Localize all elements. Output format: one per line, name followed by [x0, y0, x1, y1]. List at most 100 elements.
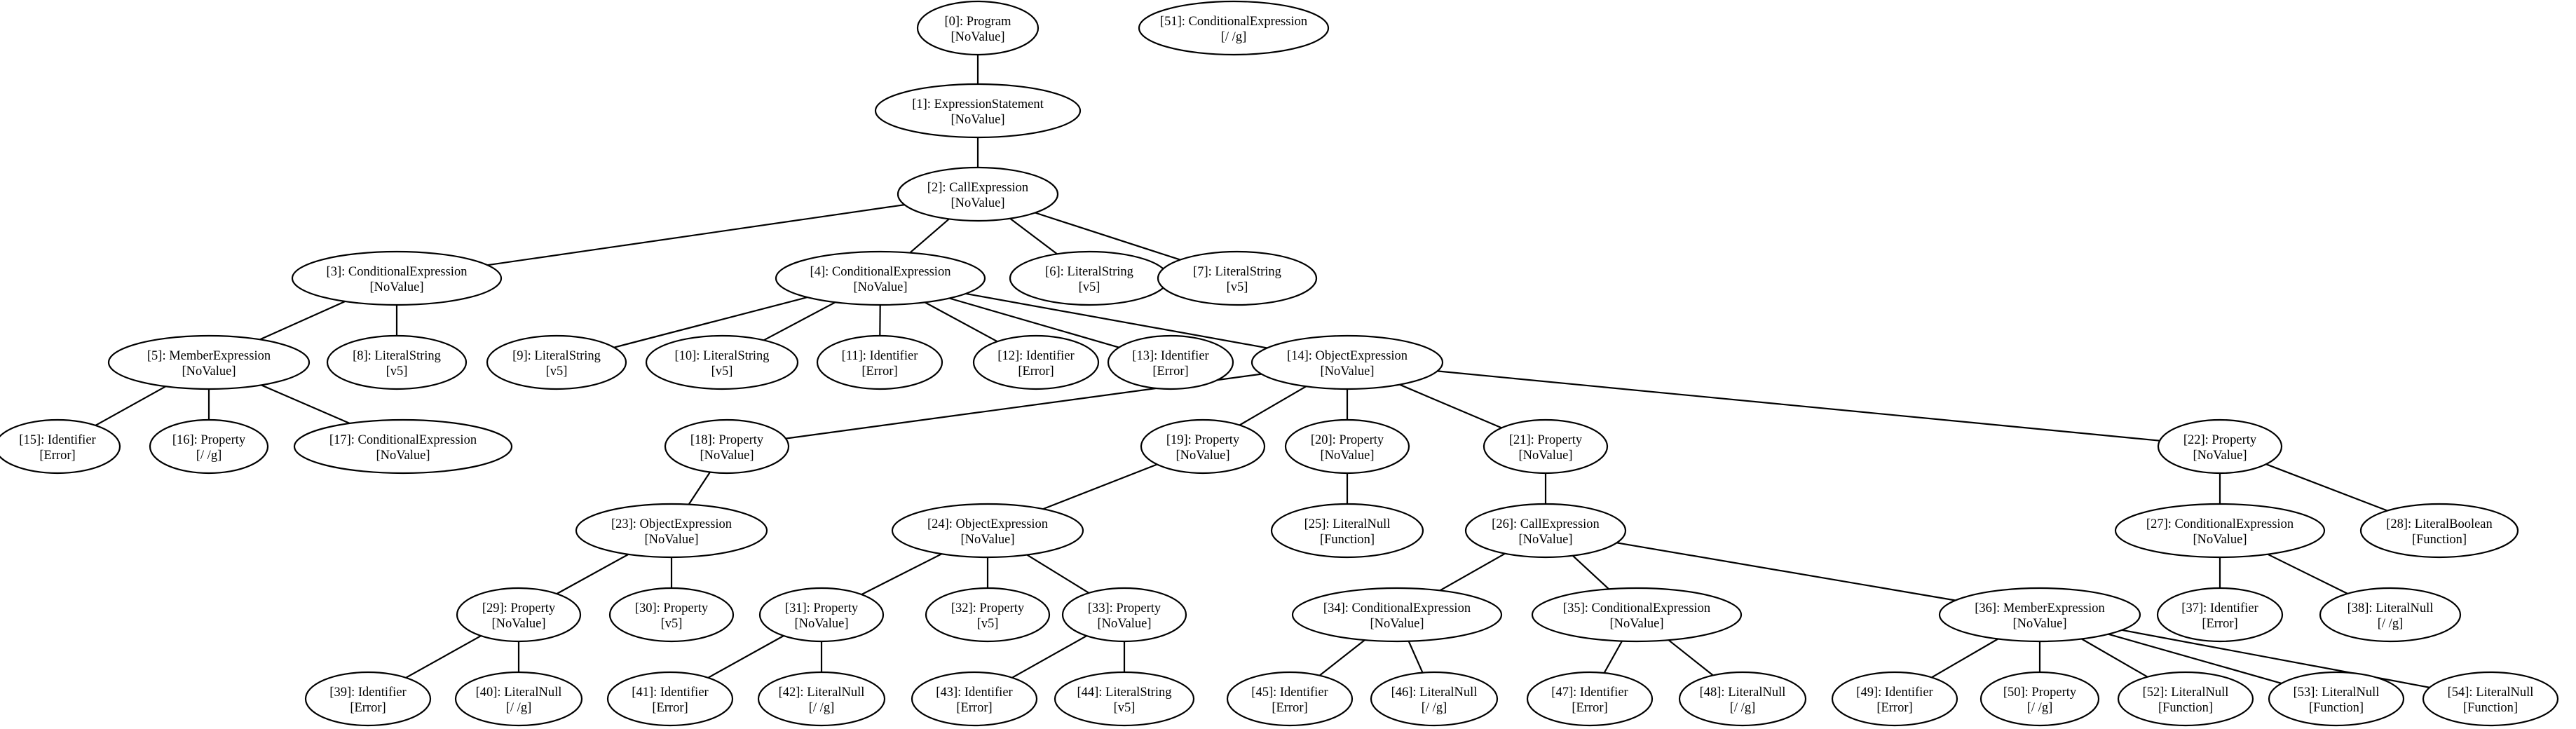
node-ellipse [293, 418, 513, 475]
node-type-label: [53]: LiteralNull [2294, 686, 2380, 700]
tree-node-32: [32]: Property[v5] [925, 587, 1051, 643]
node-type-label: [41]: Identifier [632, 686, 708, 700]
node-value-label: [Function] [2158, 701, 2213, 715]
node-ellipse [2114, 503, 2326, 559]
node-value-label: [NoValue] [1518, 533, 1572, 547]
node-type-label: [2]: CallExpression [927, 181, 1028, 195]
tree-node-15: [15]: Identifier[Error] [0, 418, 121, 475]
node-ellipse [1291, 587, 1503, 643]
node-ellipse [1061, 587, 1187, 643]
edge-2-6 [1009, 217, 1058, 255]
node-value-label: [Error] [1152, 364, 1188, 379]
edge-4-13 [949, 297, 1119, 348]
edge-24-33 [1026, 554, 1090, 594]
tree-node-43: [43]: Identifier[Error] [911, 671, 1038, 727]
edge-34-45 [1318, 639, 1365, 676]
node-type-label: [5]: MemberExpression [147, 349, 271, 363]
node-ellipse [1107, 334, 1234, 390]
node-value-label: [NoValue] [2193, 533, 2247, 547]
node-type-label: [1]: ExpressionStatement [912, 97, 1044, 111]
tree-node-34: [34]: ConditionalExpression[NoValue] [1291, 587, 1503, 643]
node-ellipse [1831, 671, 1958, 727]
node-type-label: [31]: Property [785, 601, 859, 615]
node-type-label: [32]: Property [951, 601, 1025, 615]
node-value-label: [NoValue] [2012, 617, 2066, 631]
edge-24-31 [861, 553, 942, 596]
tree-node-52: [52]: LiteralNull[Function] [2117, 671, 2254, 727]
tree-node-26: [26]: CallExpression[NoValue] [1464, 503, 1627, 559]
tree-node-31: [31]: Property[NoValue] [758, 587, 885, 643]
node-type-label: [8]: LiteralString [353, 349, 441, 363]
tree-node-41: [41]: Identifier[Error] [606, 671, 734, 727]
edge-19-24 [1042, 463, 1158, 510]
node-ellipse [1526, 671, 1654, 727]
tree-node-50: [50]: Property[/ /g] [1979, 671, 2100, 727]
node-type-label: [0]: Program [944, 15, 1011, 29]
edge-14-22 [1437, 370, 2160, 442]
node-ellipse [291, 250, 503, 306]
tree-node-5: [5]: MemberExpression[NoValue] [107, 334, 311, 390]
node-value-label: [NoValue] [1518, 449, 1572, 463]
edge-22-28 [2265, 463, 2388, 512]
tree-node-35: [35]: ConditionalExpression[NoValue] [1531, 587, 1743, 643]
tree-node-13: [13]: Identifier[Error] [1107, 334, 1234, 390]
node-value-label: [Error] [652, 701, 688, 715]
node-ellipse [925, 587, 1051, 643]
node-value-label: [Error] [861, 364, 897, 379]
node-type-label: [10]: LiteralString [674, 349, 769, 363]
node-type-label: [6]: LiteralString [1045, 265, 1133, 279]
node-ellipse [972, 334, 1100, 390]
node-ellipse [1370, 671, 1499, 727]
node-ellipse [2319, 587, 2462, 643]
node-type-label: [7]: LiteralString [1193, 265, 1281, 279]
edge-35-47 [1603, 641, 1623, 674]
node-value-label: [NoValue] [1320, 449, 1374, 463]
tree-node-37: [37]: Identifier[Error] [2156, 587, 2284, 643]
node-value-label: [Error] [350, 701, 386, 715]
node-type-label: [47]: Identifier [1551, 686, 1628, 700]
node-type-label: [17]: ConditionalExpression [329, 433, 477, 447]
node-ellipse [2156, 587, 2284, 643]
edge-5-17 [261, 384, 350, 424]
node-value-label: [Function] [2463, 701, 2518, 715]
tree-node-53: [53]: LiteralNull[Function] [2268, 671, 2405, 727]
tree-node-38: [38]: LiteralNull[/ /g] [2319, 587, 2462, 643]
node-value-label: [NoValue] [369, 280, 423, 294]
node-value-label: [NoValue] [2193, 449, 2247, 463]
node-value-label: [v5] [1079, 280, 1100, 294]
node-value-label: [/ /g] [1221, 30, 1246, 44]
node-value-label: [NoValue] [1609, 617, 1663, 631]
node-ellipse [1157, 250, 1318, 306]
node-ellipse [304, 671, 432, 727]
node-ellipse [1938, 587, 2141, 643]
edge-36-53 [2108, 633, 2282, 684]
node-value-label: [Error] [39, 449, 75, 463]
node-type-label: [46]: LiteralNull [1391, 686, 1478, 700]
node-ellipse [1054, 671, 1195, 727]
tree-node-33: [33]: Property[NoValue] [1061, 587, 1187, 643]
node-value-label: [Function] [2412, 533, 2467, 547]
node-type-label: [39]: Identifier [329, 686, 406, 700]
tree-node-51: [51]: ConditionalExpression[/ /g] [1138, 0, 1330, 56]
node-type-label: [45]: Identifier [1251, 686, 1328, 700]
tree-node-42: [42]: LiteralNull[/ /g] [757, 671, 886, 727]
node-value-label: [NoValue] [644, 533, 698, 547]
node-ellipse [326, 334, 468, 390]
node-ellipse [149, 418, 269, 475]
node-ellipse [891, 503, 1084, 559]
edge-2-7 [1035, 212, 1181, 261]
node-value-label: [NoValue] [960, 533, 1014, 547]
node-ellipse [486, 334, 627, 390]
edge-2-3 [487, 204, 905, 266]
node-ellipse [2157, 418, 2283, 475]
edge-5-15 [95, 386, 166, 426]
edge-4-9 [613, 297, 807, 348]
node-value-label: [v5] [661, 617, 683, 631]
edge-26-36 [1616, 542, 1956, 601]
tree-node-11: [11]: Identifier[Error] [816, 334, 943, 390]
node-type-label: [43]: Identifier [936, 686, 1012, 700]
node-type-label: [3]: ConditionalExpression [327, 265, 468, 279]
node-type-label: [23]: ObjectExpression [611, 517, 732, 531]
node-value-label: [v5] [1227, 280, 1248, 294]
